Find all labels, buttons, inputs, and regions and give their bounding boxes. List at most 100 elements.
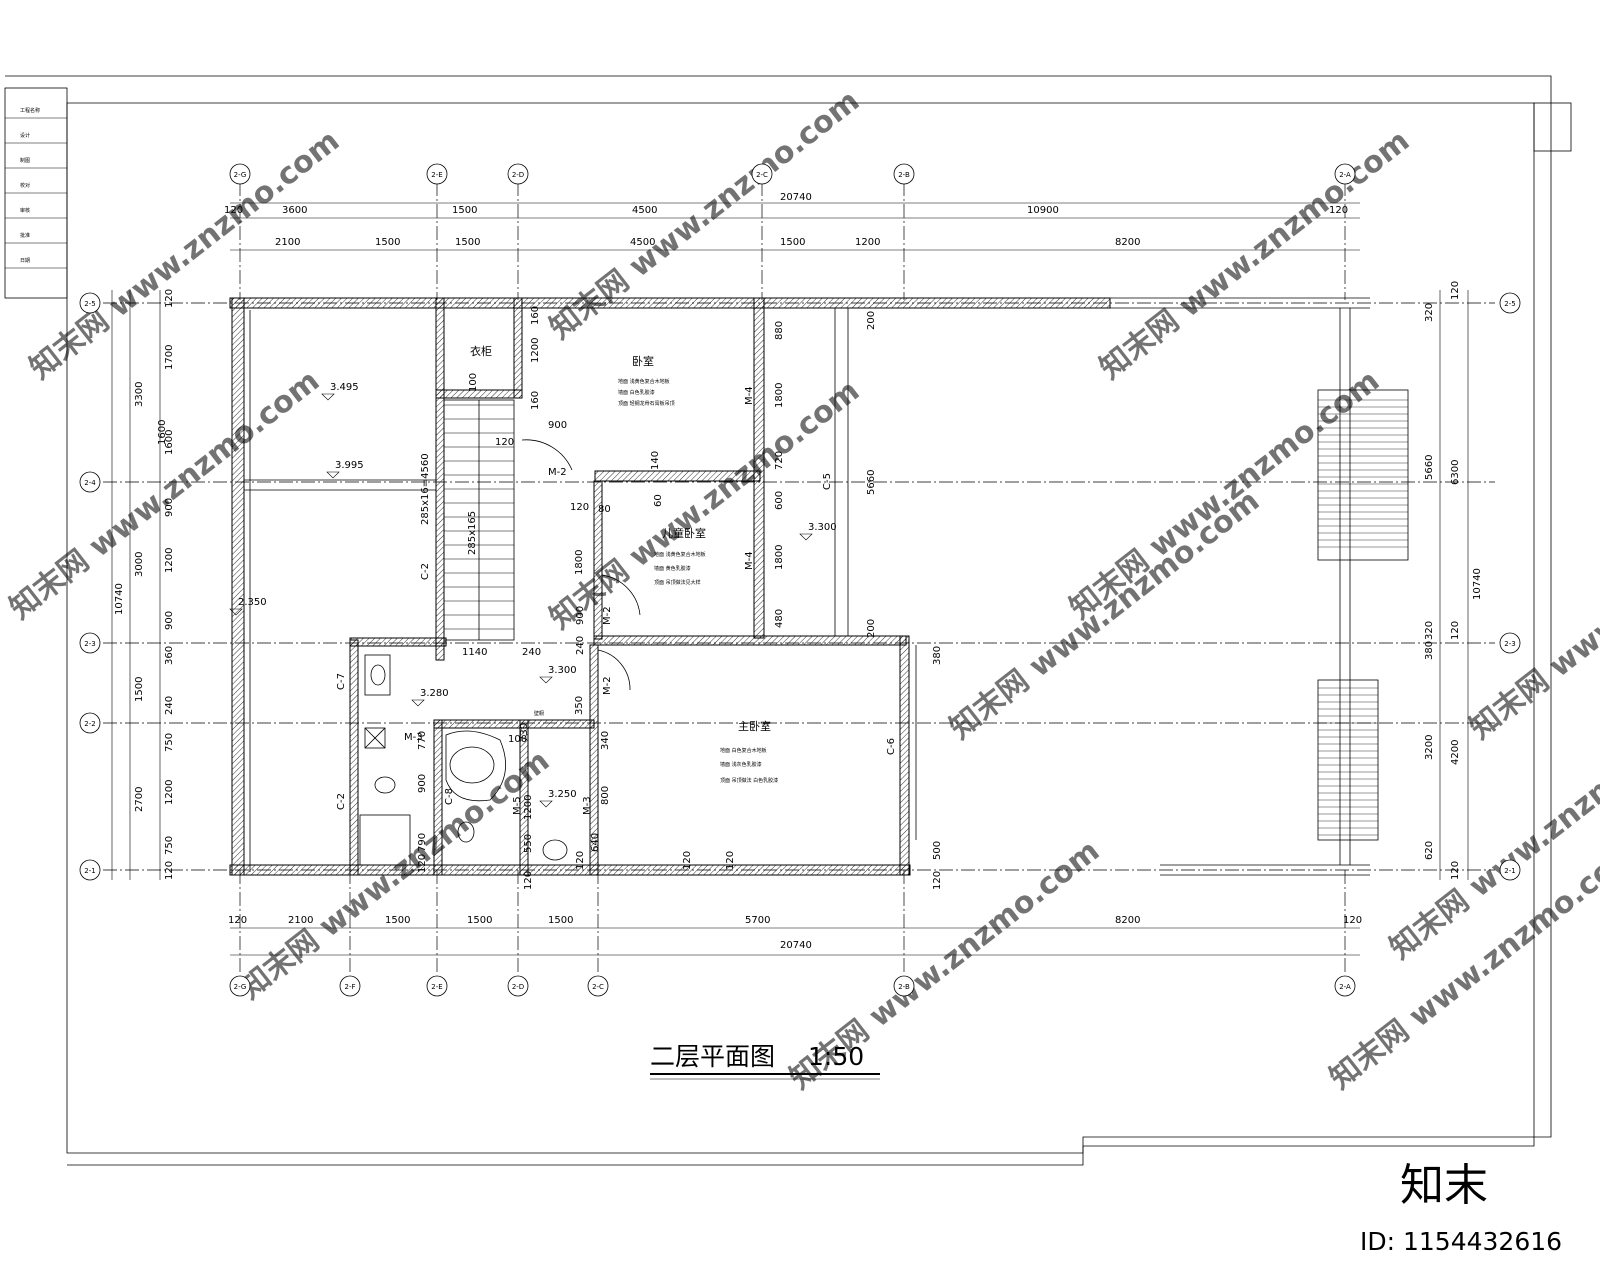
dim-left-inner: 1200 <box>164 780 175 805</box>
kids-spec-3: 顶面 吊顶做法见大样 <box>654 579 701 586</box>
wall-stair-top <box>435 389 523 399</box>
dim-right: 380 <box>1424 641 1435 660</box>
watermark-text: 知末网 www.znzmo.com <box>23 123 346 386</box>
dim-interior: 900 <box>417 774 428 793</box>
dim-top-1: 3600 <box>282 205 307 216</box>
axis-bubble: 2-1 <box>79 859 101 881</box>
dim-top-2: 4500 <box>630 237 655 248</box>
axis-bubble: 2-1 <box>1499 859 1521 881</box>
axis-bubble: 2-E <box>426 975 448 997</box>
dim-top-1: 4500 <box>632 205 657 216</box>
wall-bedroom-right <box>753 297 765 639</box>
dim-bottom: 1500 <box>467 915 492 926</box>
height-dim-left: 10740 <box>114 583 125 615</box>
dim-bottom: 2100 <box>288 915 313 926</box>
dim-interior: 200 <box>866 311 877 330</box>
dim-interior: 160 <box>530 306 541 325</box>
dim-right-edge: 120 <box>1450 281 1461 300</box>
dim-top-1: 1500 <box>452 205 477 216</box>
axis-bubble-label: 2-1 <box>1504 867 1515 875</box>
room-wardrobe: 衣柜 <box>470 344 492 358</box>
image-id: ID: 1154432616 <box>1360 1227 1562 1256</box>
door-window-tag: C-2 <box>420 563 431 580</box>
dim-top-1: 10900 <box>1027 205 1059 216</box>
watermark-text: 知末网 www.znzmo.com <box>1323 833 1600 1096</box>
axis-bubble: 2-G <box>229 163 251 185</box>
axis-bubble-label: 2-G <box>234 171 247 179</box>
brand-logo: 知末 <box>1400 1160 1488 1211</box>
axis-bubble-label: 2-G <box>234 983 247 991</box>
axis-bubble-label: 2-D <box>512 983 524 991</box>
dim-interior: 480 <box>774 609 785 628</box>
bathroom-fixtures <box>359 654 568 866</box>
stair-dim-vertical: 285x16=4560 <box>420 453 431 525</box>
dim-interior: 100 <box>508 734 527 745</box>
dim-left-inner: 120 <box>164 289 175 308</box>
elevation-symbol <box>539 800 553 808</box>
corner-box <box>1533 102 1572 152</box>
watermark-text: 知末网 www.znzmo.com <box>3 363 326 626</box>
height-dim-right: 10740 <box>1472 568 1483 600</box>
watermark-text: 知末网 www.znzmo.com <box>1383 703 1600 966</box>
axis-bubble: 2-2 <box>79 712 101 734</box>
axis-bubble-label: 2-A <box>1339 171 1351 179</box>
title-block-cell: 工程名称 <box>20 107 40 114</box>
axis-bubble: 2-B <box>893 163 915 185</box>
dim-interior: 1200 <box>523 795 534 820</box>
axis-bubble-label: 2-3 <box>84 640 95 648</box>
axis-bubble: 2-D <box>507 975 529 997</box>
dim-left-inner: 120 <box>164 861 175 880</box>
kids-spec-1: 地面 浅黄色复合木地板 <box>654 551 706 558</box>
dim-left-inner: 360 <box>164 646 175 665</box>
door-window-tag: C-6 <box>886 738 897 755</box>
dim-interior: 900 <box>548 420 567 431</box>
dim-interior: 380 <box>932 646 943 665</box>
drawing-scale: 1:50 <box>808 1042 864 1071</box>
room-bedroom: 卧室 <box>632 354 654 368</box>
dim-left-inner: 900 <box>164 611 175 630</box>
dim-interior: 770 <box>417 731 428 750</box>
dim-top-2: 2100 <box>275 237 300 248</box>
dim-interior: 730 <box>519 723 530 742</box>
dim-interior: 80 <box>598 504 611 515</box>
axis-bubble: 2-A <box>1334 975 1356 997</box>
wall-bath4 <box>589 644 599 876</box>
door-window-tag: M-5 <box>512 796 523 815</box>
dim-interior: 120 <box>495 437 514 448</box>
axis-bubble-label: 2-D <box>512 171 524 179</box>
dim-top-1: 120 <box>224 205 243 216</box>
door-swings <box>521 439 641 691</box>
door-window-tag: M-2 <box>602 606 613 625</box>
walls <box>229 297 1111 876</box>
dim-interior: 880 <box>774 321 785 340</box>
dim-bottom: 120 <box>1343 915 1362 926</box>
dim-right-edge: 120 <box>1450 861 1461 880</box>
dim-top-2: 8200 <box>1115 237 1140 248</box>
watermark-text: 知末网 www.znzmo.com <box>543 373 866 636</box>
elevation-symbol <box>539 676 553 684</box>
wall-bottom-left <box>229 864 911 876</box>
wall-bath2-top <box>433 719 595 729</box>
axis-bubble-label: 2-1 <box>84 867 95 875</box>
door-window-tags: M-2M-2M-2M-3M-3M-4M-4M-5C-2C-2C-5C-6C-7C… <box>336 386 897 815</box>
axis-bubble-label: 2-B <box>898 171 910 179</box>
dim-left-outer: 3300 <box>134 382 145 407</box>
bedroom-spec-1: 地面 浅黄色复合木地板 <box>618 378 670 385</box>
dim-interior: 120 <box>725 851 736 870</box>
axis-bubble: 2-3 <box>79 632 101 654</box>
dim-bottom: 120 <box>228 915 247 926</box>
dim-bottom: 1500 <box>548 915 573 926</box>
door-window-tag: C-5 <box>822 473 833 490</box>
room-master-bedroom: 主卧室 <box>738 719 771 733</box>
title-block-cell: 批准 <box>20 232 30 239</box>
door-window-tag: M-2 <box>602 676 613 695</box>
axis-bubble: 2-3 <box>1499 632 1521 654</box>
dim-interior: 240 <box>575 636 586 655</box>
dim-interior: 340 <box>600 731 611 750</box>
dim-top-2: 1500 <box>375 237 400 248</box>
axis-bubble-label: 2-B <box>898 983 910 991</box>
